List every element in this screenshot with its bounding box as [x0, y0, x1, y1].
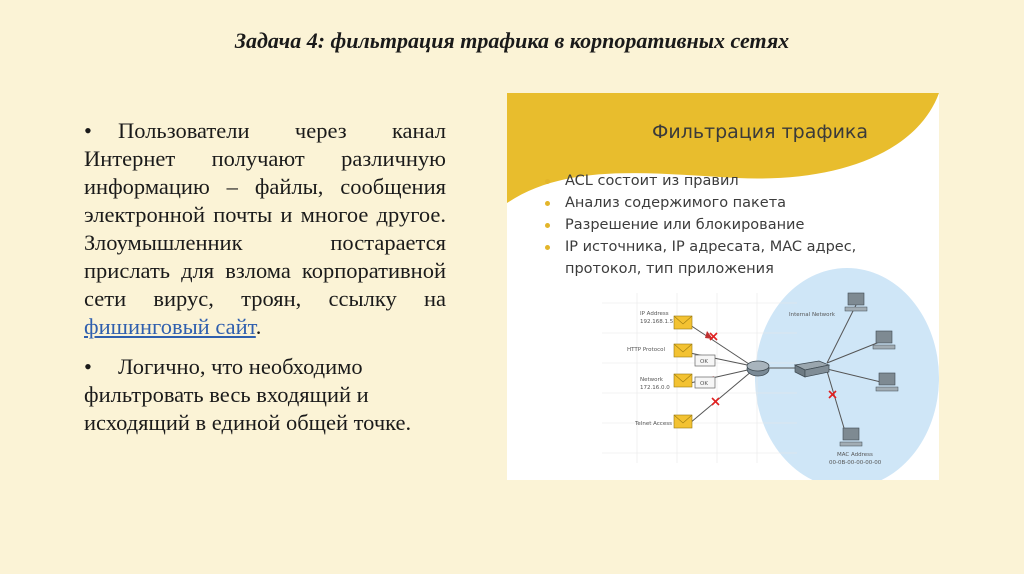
bullet-1: •: [84, 118, 92, 143]
network-label: Network: [640, 377, 664, 383]
computer-icons: [839, 292, 899, 447]
bullet-2: •: [84, 354, 92, 379]
ok-boxes: [694, 354, 716, 389]
figure-item-text: ACL состоит из правил: [565, 173, 739, 189]
ok-label-2: OK: [700, 381, 708, 387]
envelope-icon: [673, 343, 693, 358]
figure-item-text: IP источника, IP адресата, MAC адрес, пр…: [565, 239, 857, 277]
figure-list-item: Разрешение или блокирование: [537, 214, 937, 236]
paragraph-1-text: Пользователи через канал Интернет получа…: [84, 118, 446, 311]
envelope-icon: [673, 315, 693, 330]
figure-list: ACL состоит из правил Анализ содержимого…: [537, 170, 937, 280]
figure-title: Фильтрация трафика: [652, 121, 869, 143]
bullet-icon: [545, 179, 550, 184]
internal-network-label: Internal Network: [789, 312, 836, 318]
computer-icon: [875, 372, 899, 392]
figure-list-item: IP источника, IP адресата, MAC адрес, пр…: [537, 236, 937, 280]
http-protocol-label: HTTP Protocol: [627, 347, 665, 353]
figure-list-item: ACL состоит из правил: [537, 170, 937, 192]
ip-value-label: 192.168.1.5: [640, 319, 674, 325]
mac-address-label: MAC Address: [837, 452, 873, 458]
yellow-swoosh-shape: [507, 93, 939, 203]
mac-value-label: 00-0B-00-00-00-00: [829, 460, 882, 466]
paragraph-2-text: Логично, что необходимо фильтровать весь…: [84, 354, 412, 435]
figure-list-item: Анализ содержимого пакета: [537, 192, 937, 214]
figure-item-text: Анализ содержимого пакета: [565, 195, 787, 211]
text-block: •Пользователи через канал Интернет получ…: [84, 117, 446, 437]
figure-item-text: Разрешение или блокирование: [565, 217, 805, 233]
bullet-icon: [545, 223, 550, 228]
envelope-icons: [673, 315, 693, 429]
ok-box-2: [694, 376, 716, 389]
bullet-icon: [545, 201, 550, 206]
envelope-icon: [673, 414, 693, 429]
slide-title: Задача 4: фильтрация трафика в корпорати…: [234, 28, 790, 53]
router-icon: [746, 360, 770, 377]
telnet-access-label: Telnet Access: [634, 421, 672, 427]
bullet-icon: [545, 245, 550, 250]
traffic-filtering-figure: IP Address 192.168.1.5 HTTP Protocol Net…: [507, 93, 939, 480]
paragraph-2: •Логично, что необходимо фильтровать вес…: [84, 353, 446, 437]
envelope-icon: [673, 373, 693, 388]
switch-icon: [793, 360, 831, 378]
paragraph-1-end: .: [255, 314, 262, 339]
block-marks: [709, 332, 837, 406]
computer-icon: [839, 427, 863, 447]
phishing-site-link[interactable]: фишинговый сайт: [84, 314, 256, 339]
ok-box-1: [694, 354, 716, 367]
computer-icon: [872, 330, 896, 350]
ok-label-1: OK: [700, 359, 708, 365]
network-value-label: 172.16.0.0: [640, 385, 670, 391]
ip-address-label: IP Address: [640, 311, 669, 317]
figure-background: IP Address 192.168.1.5 HTTP Protocol Net…: [507, 93, 939, 480]
paragraph-1: •Пользователи через канал Интернет получ…: [84, 117, 446, 341]
computer-icon: [844, 292, 868, 312]
